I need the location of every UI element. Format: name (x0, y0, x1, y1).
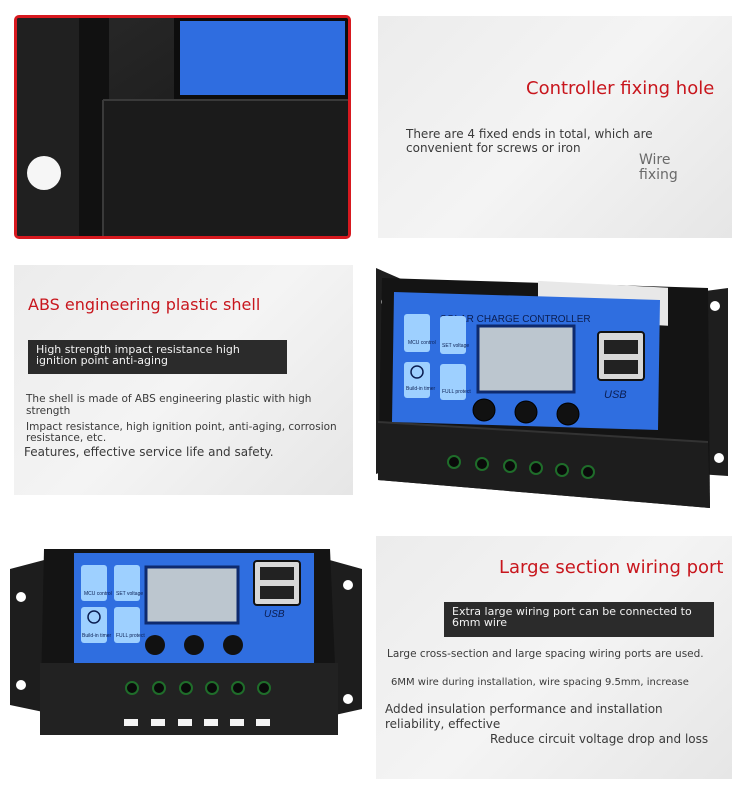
full-label-2: FULL protect (116, 633, 145, 639)
fixing-hole-closeup (14, 15, 351, 239)
panel-title: SOLAR CHARGE CONTROLLER (440, 314, 591, 325)
screw-hole-icon (27, 156, 61, 190)
menu-button (472, 398, 496, 422)
set-label: SET voltage (442, 343, 469, 349)
section3-p2: 6MM wire during installation, wire spaci… (391, 677, 689, 688)
section3-title: Large section wiring port (499, 557, 724, 578)
fixing-hole-photo (17, 18, 348, 236)
fixing-hole-panel: Controller fixing hole There are 4 fixed… (378, 16, 732, 238)
section3-banner: Extra large wiring port can be connected… (444, 602, 714, 637)
section2-title: ABS engineering plastic shell (28, 295, 261, 314)
down-button-2 (223, 635, 243, 655)
clock-icon-2 (87, 610, 101, 624)
section2-p3: Features, effective service life and saf… (24, 445, 274, 459)
mcu-label: MCU control (408, 340, 436, 346)
abs-shell-panel: ABS engineering plastic shell High stren… (14, 265, 353, 495)
section2-banner: High strength impact resistance high ign… (28, 340, 287, 374)
wiring-port-panel: Large section wiring port Extra large wi… (376, 536, 732, 779)
section3-p4: Reduce circuit voltage drop and loss (490, 732, 709, 746)
timer-label: Build-in timer (406, 386, 436, 392)
menu-button-2 (145, 635, 165, 655)
section3-p1: Large cross-section and large spacing wi… (387, 648, 704, 660)
section2-p1: The shell is made of ABS engineering pla… (26, 393, 312, 417)
usb-label: USB (604, 389, 627, 401)
clock-icon (410, 365, 424, 379)
section3-p3: Added insulation performance and install… (385, 702, 663, 731)
set-label-2: SET voltage (116, 591, 143, 597)
timer-label-2: Build-in timer (82, 633, 112, 639)
section1-note-1: Wire (639, 152, 671, 168)
up-button (514, 400, 538, 424)
down-button (556, 402, 580, 426)
controller-image-top: SOLAR CHARGE CONTROLLER MCU control SET … (368, 262, 734, 512)
usb-label-2: USB (264, 609, 285, 620)
mcu-label-2: MCU control (84, 591, 112, 597)
full-label: FULL protect (442, 389, 471, 395)
section2-p2: Impact resistance, high ignition point, … (26, 421, 337, 444)
up-button-2 (184, 635, 204, 655)
controller-image-bottom: MCU control SET voltage Build-in timer F… (8, 545, 364, 745)
wiring-terminals (125, 681, 271, 695)
section1-title: Controller fixing hole (526, 78, 715, 99)
section1-note-2: fixing (639, 167, 678, 183)
section1-desc: There are 4 fixed ends in total, which a… (406, 127, 653, 155)
